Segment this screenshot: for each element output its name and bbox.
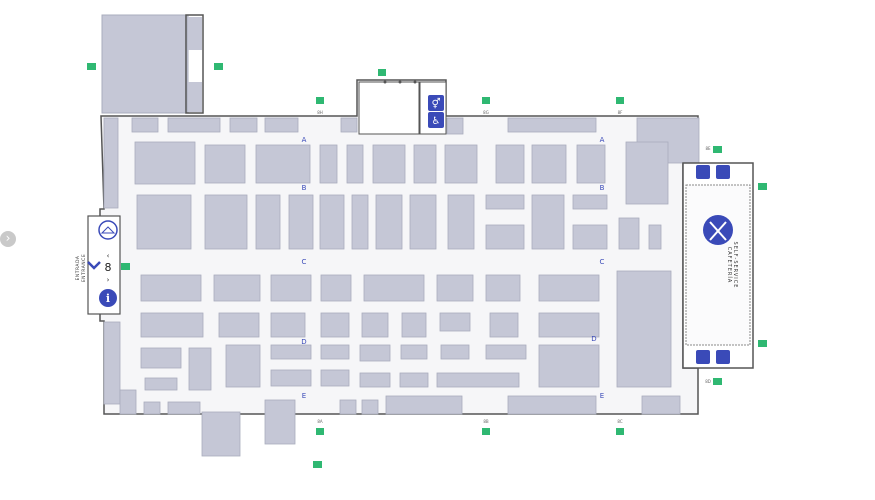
svg-text:‹: ‹ <box>107 252 110 260</box>
annex-top-left <box>101 14 204 114</box>
exit-label-8e: 8E <box>705 146 711 151</box>
aisle-label-b-right: B <box>600 184 605 192</box>
emergency-exit-icon <box>378 69 386 76</box>
aisle-label-d-left: D <box>301 338 306 346</box>
accessible-restroom-icon <box>696 165 710 179</box>
exit-label-8g: 8G <box>483 110 489 115</box>
aisle-label-a-right: A <box>600 136 605 144</box>
aisle-label-e-left: E <box>302 392 306 400</box>
row-b-stands <box>134 141 606 185</box>
exit-label-8d: 8D <box>705 379 711 384</box>
restrooms-cafeteria-bottom <box>696 350 730 364</box>
entrance-sublabel: ENTRANCE <box>81 254 87 282</box>
accessible-restroom-icon <box>716 350 730 364</box>
cafeteria: CAFETERÍA SELF-SERVICE <box>682 162 754 369</box>
emergency-exit-icon <box>313 461 322 468</box>
row-c-lower-stands <box>140 270 672 388</box>
exit-label-8c: 8C <box>617 419 623 424</box>
entrance-label: ENTRADA <box>75 255 81 280</box>
aisle-label-d-right: D <box>591 335 596 343</box>
exit-label-8f: 8F <box>618 110 624 115</box>
perimeter-stands <box>103 117 700 457</box>
exit-label-8b: 8B <box>483 419 489 424</box>
aisle-label-c-right: C <box>600 258 605 266</box>
emergency-exit-icon <box>758 183 767 190</box>
emergency-exit-icon <box>214 63 223 70</box>
restrooms-cafeteria-top <box>696 165 730 179</box>
aisle-label-e-right: E <box>600 392 604 400</box>
svg-text:♿: ♿ <box>432 116 441 127</box>
emergency-exit-icon <box>482 97 490 104</box>
restrooms-top: ⚥ ♿ <box>428 95 444 128</box>
cloakroom-icon <box>98 220 118 240</box>
emergency-exit-icon <box>316 428 324 435</box>
emergency-exit-icon <box>713 378 722 385</box>
emergency-exit-icon <box>713 146 722 153</box>
previous-map-button[interactable]: › <box>0 231 16 247</box>
emergency-exit-icon <box>482 428 490 435</box>
cutlery-icon <box>703 215 733 245</box>
emergency-exit-icon <box>616 428 624 435</box>
exit-labels: 8H 8G 8F 8A 8B 8C 8E 8D <box>317 110 711 424</box>
restroom-icon <box>696 350 710 364</box>
row-d-lower-stands <box>140 344 600 391</box>
cafeteria-sublabel: SELF-SERVICE <box>732 242 738 289</box>
row-d-upper-stands <box>140 312 600 338</box>
svg-text:⚥: ⚥ <box>431 98 440 110</box>
row-c-upper-stands <box>136 194 662 250</box>
emergency-exit-icon <box>121 263 130 270</box>
exit-label-8a: 8A <box>317 419 323 424</box>
entrance-block: 8 ‹ › i ENTRADA ENTRANCE <box>75 215 121 315</box>
restroom-icon <box>428 95 444 111</box>
aisle-labels: A A B B C C D D E E <box>301 136 604 400</box>
svg-text:i: i <box>106 292 110 305</box>
exit-label-8h: 8H <box>317 110 323 115</box>
aisle-label-c-left: C <box>302 258 307 266</box>
cafeteria-label: CAFETERÍA <box>726 247 733 284</box>
information-icon: i <box>99 289 117 307</box>
svg-text:›: › <box>107 276 110 284</box>
aisle-label-b-left: B <box>302 184 307 192</box>
accessible-restroom-icon <box>428 112 444 128</box>
restroom-icon <box>716 165 730 179</box>
aisle-label-a-left: A <box>302 136 307 144</box>
emergency-exits <box>87 63 767 468</box>
emergency-exit-icon <box>616 97 624 104</box>
emergency-exit-icon <box>87 63 96 70</box>
emergency-exit-icon <box>316 97 324 104</box>
emergency-exit-icon <box>758 340 767 347</box>
entrance-chevron-icon <box>87 261 101 270</box>
hall-number: 8 <box>105 261 112 274</box>
